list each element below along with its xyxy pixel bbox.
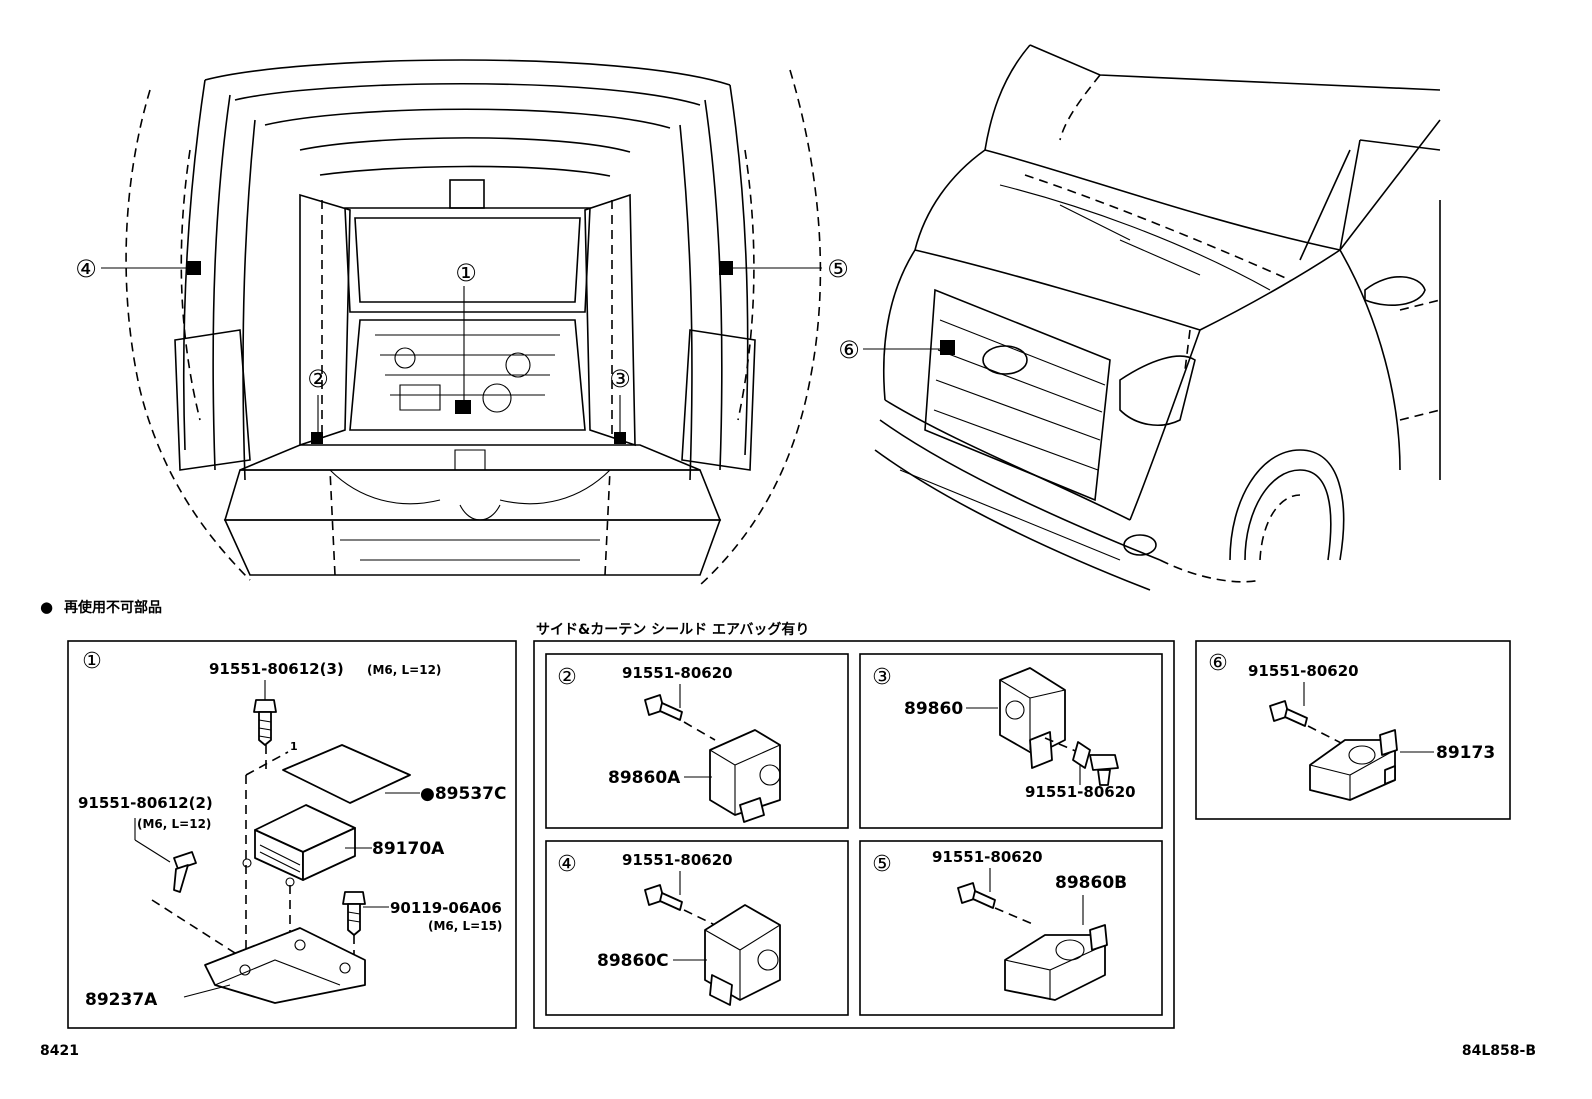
panel-2: ② 91551-80620 89860A (545, 653, 849, 829)
sensor-89860A-shape (709, 729, 781, 823)
panel-2-bolt-icon (644, 694, 683, 721)
bolt-top-icon (253, 699, 277, 746)
panel-3-bolt: 91551-80620 (1025, 783, 1136, 801)
panel-1-bolt-top-part: 91551-80612(3) (209, 660, 344, 678)
footer-left-code: 8421 (40, 1043, 79, 1059)
section-title: サイド&カーテン シールド エアバッグ有り (536, 621, 809, 638)
callout-4: ④ (75, 255, 97, 283)
panel-1-bolt-right-spec: (M6, L=15) (428, 919, 502, 933)
panel-1: ① 91551-80612(3) (M6, L=12) 1 ●89537C 89… (67, 640, 517, 1029)
callout-2: ② (307, 365, 329, 393)
panel-4-sensor: 89860C (597, 951, 669, 971)
panel-3: ③ 89860 91551-80620 (859, 653, 1163, 829)
panel-5-sensor: 89860B (1055, 873, 1127, 893)
legend-text: 再使用不可部品 (64, 599, 162, 616)
panel-3-sensor: 89860 (904, 699, 963, 719)
sensor-89860B-shape (1004, 924, 1108, 1001)
panel-6-sensor: 89173 (1436, 743, 1495, 763)
label-sheet-shape (282, 744, 411, 804)
side-curtain-group-frame (533, 640, 1175, 1029)
bolt-right-icon (342, 891, 366, 936)
location-marker-2 (311, 432, 323, 444)
panel-1-bolt-left-spec: (M6, L=12) (137, 817, 211, 831)
panel-4: ④ 91551-80620 89860C (545, 840, 849, 1016)
panel-5-bolt: 91551-80620 (932, 848, 1043, 866)
airbag-ecu-shape (242, 804, 356, 887)
panel-2-sensor: 89860A (608, 768, 681, 788)
panel-1-bolt-top-spec: (M6, L=12) (367, 663, 441, 677)
panel-1-index: ① (82, 649, 102, 674)
panel-1-bracket: 89237A (85, 990, 158, 1010)
callout-5: ⑤ (827, 255, 849, 283)
panel-5-index: ⑤ (872, 852, 892, 877)
panel-1-ecu: 89170A (372, 839, 445, 859)
panel-2-bolt: 91551-80620 (622, 664, 733, 682)
sensor-89860C-shape (704, 904, 781, 1006)
legend-marker: ● (40, 598, 53, 616)
panel-3-bolt-icon (1072, 741, 1119, 786)
panel-5-bolt-icon (957, 882, 996, 909)
panel-2-index: ② (557, 665, 577, 690)
location-marker-6 (940, 340, 955, 355)
panel-6-bolt-icon (1269, 700, 1308, 727)
front-view-illustration (863, 44, 1441, 591)
callout-3: ③ (609, 365, 631, 393)
interior-view-illustration (101, 59, 822, 586)
sensor-89860-shape (999, 667, 1066, 769)
panel-4-bolt-icon (644, 884, 683, 911)
panel-6-index: ⑥ (1208, 651, 1228, 676)
location-marker-5 (719, 261, 733, 275)
footer-right-code: 84L858-B (1462, 1043, 1536, 1059)
panel-1-bolt-right-part: 90119-06A06 (390, 899, 502, 917)
svg-text:1: 1 (290, 740, 298, 753)
panel-3-index: ③ (872, 665, 892, 690)
panel-4-index: ④ (557, 852, 577, 877)
location-marker-1 (455, 400, 471, 414)
location-marker-3 (614, 432, 626, 444)
panel-4-bolt: 91551-80620 (622, 851, 733, 869)
location-callouts-interior: ④ ⑤ ① ② ③ (75, 255, 849, 393)
callout-1: ① (455, 259, 477, 287)
callout-6: ⑥ (838, 336, 860, 364)
bracket-shape (204, 927, 366, 1004)
panel-6-bolt: 91551-80620 (1248, 662, 1359, 680)
panel-1-label-sheet: ●89537C (420, 784, 506, 804)
panel-6: ⑥ 91551-80620 89173 (1195, 640, 1511, 820)
bolt-left-icon (173, 851, 197, 893)
location-marker-4 (187, 261, 201, 275)
panel-5: ⑤ 91551-80620 89860B (859, 840, 1163, 1016)
panel-1-bolt-left-part: 91551-80612(2) (78, 794, 213, 812)
sensor-89173-shape (1309, 729, 1398, 801)
